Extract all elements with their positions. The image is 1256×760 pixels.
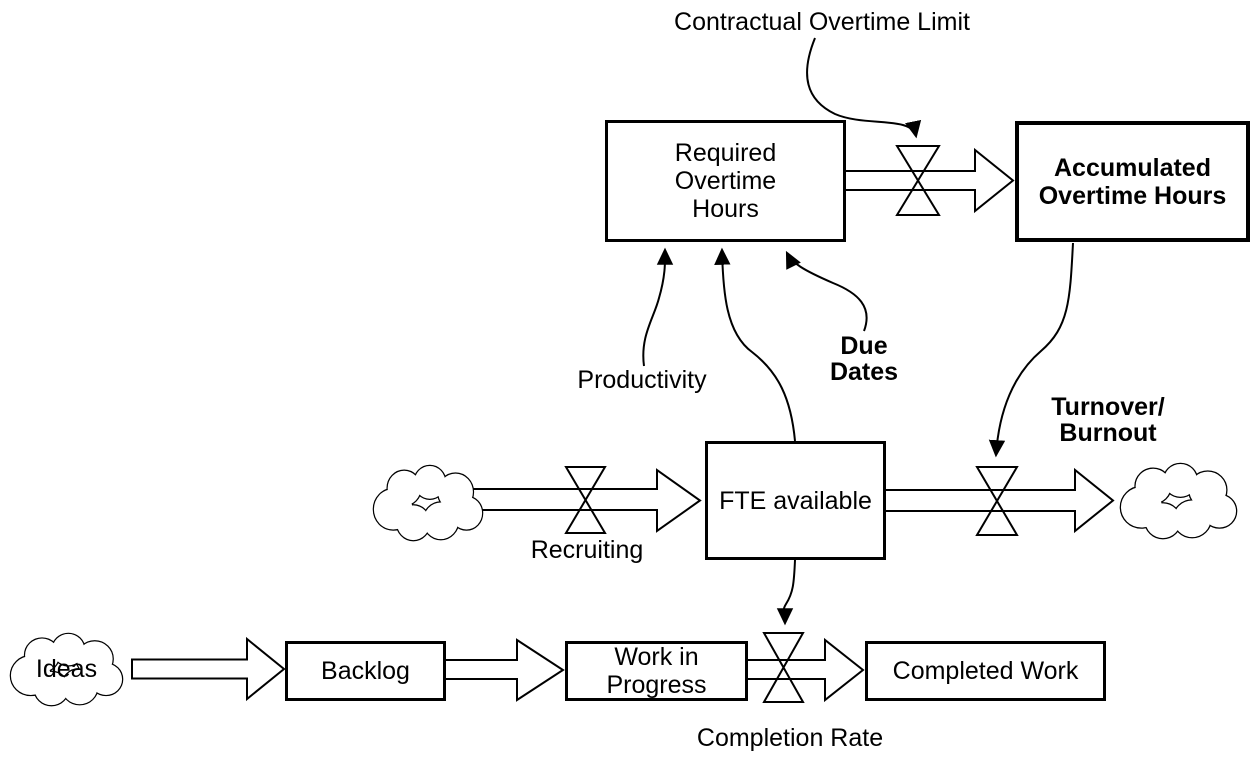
turnover-burnout-label: Turnover/ Burnout bbox=[1051, 393, 1165, 447]
stock-required-overtime-hours: Required Overtime Hours bbox=[605, 120, 846, 242]
backlog-wip-flow-pipe bbox=[445, 638, 565, 702]
completion-valve-icon bbox=[762, 632, 805, 703]
turnover-valve-icon bbox=[975, 466, 1019, 536]
stock-completed-work: Completed Work bbox=[865, 641, 1106, 701]
recruiting-valve-icon bbox=[564, 466, 607, 534]
due-dates-label: Due Dates bbox=[829, 332, 899, 386]
overtime-limit-valve-icon bbox=[895, 145, 941, 216]
due-dates-to-required-arrow bbox=[785, 250, 868, 332]
accumulated-to-turnover-valve-arrow bbox=[988, 242, 1074, 458]
turnover-flow-pipe bbox=[885, 467, 1115, 534]
fte-to-required-arrow bbox=[714, 247, 796, 442]
ideas-flow-pipe bbox=[131, 636, 286, 702]
productivity-label: Productivity bbox=[577, 366, 707, 394]
contractual-limit-to-valve-arrow bbox=[806, 37, 922, 139]
recruiting-source-cloud-icon bbox=[372, 464, 484, 542]
productivity-to-required-arrow bbox=[642, 247, 674, 367]
stock-accumulated-overtime-hours: Accumulated Overtime Hours bbox=[1015, 121, 1250, 242]
contractual-overtime-limit-label: Contractual Overtime Limit bbox=[674, 8, 970, 36]
stock-fte-available: FTE available bbox=[705, 441, 886, 560]
recruiting-label: Recruiting bbox=[530, 536, 644, 564]
completion-flow-pipe bbox=[747, 637, 865, 703]
ideas-cloud-label: Ideas bbox=[35, 655, 98, 683]
stock-work-in-progress: Work in Progress bbox=[565, 641, 748, 701]
completion-rate-label: Completion Rate bbox=[696, 724, 884, 752]
turnover-sink-cloud-icon bbox=[1119, 462, 1238, 540]
fte-to-completion-valve-arrow bbox=[776, 559, 796, 626]
stock-backlog: Backlog bbox=[285, 641, 446, 701]
overtime-flow-pipe bbox=[845, 147, 1015, 214]
